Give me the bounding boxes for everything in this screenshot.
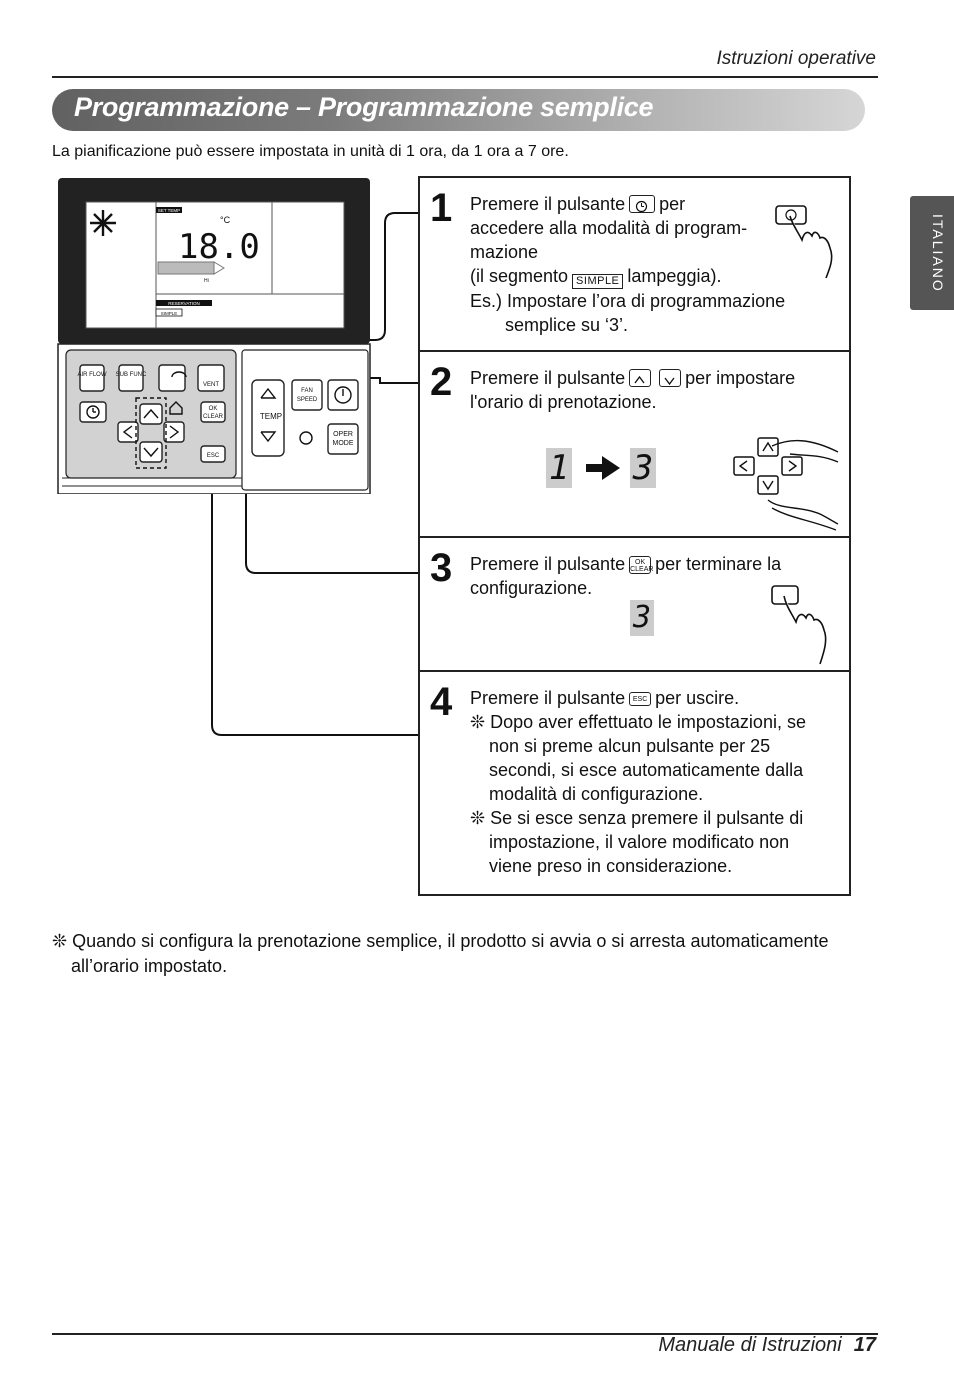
step-2: 2 Premere il pulsante per impostare l'ora… <box>420 352 849 538</box>
oper-mode-button-top: OPER <box>333 431 353 438</box>
ok-clear-button-bottom: CLEAR <box>203 414 224 420</box>
step-line: modalità di configurazione. <box>489 784 704 804</box>
language-tab-label: ITALIANO <box>930 213 946 293</box>
step-line: viene preso in considerazione. <box>489 856 733 876</box>
display-from: 1 <box>546 448 572 488</box>
simple-segment: SIMPLE <box>572 274 624 289</box>
step-line: per <box>659 194 686 214</box>
lcd-reservation-label: RESERVATION <box>168 301 200 306</box>
esc-button-icon: ESC <box>629 692 652 706</box>
language-tab: ITALIANO <box>910 196 954 310</box>
bullet-icon: ❊ <box>470 808 486 828</box>
lcd-temperature: 18.0 <box>178 227 260 267</box>
step-line: Premere il pulsante <box>470 554 626 574</box>
up-arrow-button-icon <box>629 369 652 387</box>
footer-rule <box>52 1333 878 1335</box>
finger-press-icon <box>775 205 833 279</box>
page-number: 17 <box>853 1334 876 1356</box>
fan-speed-button-top: FAN <box>301 388 313 394</box>
remote-controller: SET TEMP 18.0 °C Hi RESERVATION SIMPLE <box>57 178 371 494</box>
temp-label: TEMP <box>260 412 282 421</box>
oper-mode-button-bottom: MODE <box>333 440 354 447</box>
step-line: non si preme alcun pulsante per 25 <box>489 736 771 756</box>
footer: Manuale di Istruzioni 17 <box>658 1334 876 1357</box>
lcd-simple-label: SIMPLE <box>161 311 178 316</box>
step-4: 4 Premere il pulsante ESC per uscire. ❊ Do… <box>420 672 849 894</box>
step-text: Premere il pulsante per impostare l'orari… <box>470 366 795 414</box>
step-line: Premere il pulsante <box>470 194 626 214</box>
step-line: per terminare la <box>655 554 782 574</box>
step-line: accedere alla modalità di program- <box>470 218 748 238</box>
step-line: Se si esce senza premere il pulsante di <box>490 808 804 828</box>
step-line: lampeggia). <box>627 266 722 286</box>
lcd-set-temp-label: SET TEMP <box>158 208 180 213</box>
step-line: Premere il pulsante <box>470 368 626 388</box>
step-line: l'orario di prenotazione. <box>470 392 657 412</box>
lcd-hi-label: Hi <box>204 278 209 284</box>
step-line: Premere il pulsante <box>470 688 626 708</box>
step-number: 1 <box>430 186 453 230</box>
ok-clear-label-bottom: CLEAR <box>630 566 654 573</box>
step-line: secondi, si esce automaticamente dalla <box>489 760 804 780</box>
title-banner: Programmazione – Programmazione semplice <box>52 89 865 131</box>
step-line: mazione <box>470 242 539 262</box>
sub-func-button: SUB FUNC <box>116 372 147 378</box>
step-line: Es.) Impostare l’ora di programmazione <box>470 291 786 311</box>
display-to: 3 <box>630 448 656 488</box>
section-label: Istruzioni operative <box>716 48 876 69</box>
esc-label: ESC <box>632 696 648 703</box>
bullet-icon: ❊ <box>470 712 486 732</box>
esc-button: ESC <box>207 453 220 459</box>
finger-press-icon <box>771 585 827 665</box>
note-line: all’orario impostato. <box>71 956 228 976</box>
fan-icon <box>90 210 116 236</box>
ok-clear-button-top: OK <box>209 406 218 412</box>
lcd-unit: °C <box>220 215 231 225</box>
arrow-keys-hands-icon <box>733 437 839 531</box>
display-value: 3 <box>630 600 654 636</box>
step-line: per uscire. <box>655 688 740 708</box>
step-text: Premere il pulsante per accedere alla mod… <box>470 192 785 337</box>
step-number: 4 <box>430 680 453 724</box>
down-arrow-button-icon <box>659 369 682 387</box>
step-line: impostazione, il valore modificato non <box>489 832 790 852</box>
fan-speed-button-bottom: SPEED <box>297 397 318 403</box>
step-number: 3 <box>430 546 453 590</box>
arrow-right-icon <box>586 456 620 480</box>
note-line: Quando si configura la prenotazione semp… <box>72 931 829 951</box>
display-change: 1 3 <box>546 448 658 488</box>
bullet-icon: ❊ <box>52 931 68 951</box>
step-line: per impostare <box>685 368 796 388</box>
vent-button: VENT <box>203 382 219 388</box>
step-line: semplice su ‘3’. <box>505 315 629 335</box>
step-line: Dopo aver effettuato le impostazioni, se <box>490 712 806 732</box>
page-title: Programmazione – Programmazione semplice <box>74 92 654 122</box>
manual-title: Manuale di Istruzioni <box>658 1334 842 1356</box>
step-number: 2 <box>430 360 453 404</box>
intro-text: La pianificazione può essere impostata i… <box>52 143 569 160</box>
ok-clear-label-top: OK <box>635 559 646 566</box>
step-1: 1 Premere il pulsante per accedere alla m… <box>420 178 849 352</box>
air-flow-button: AIR FLOW <box>77 372 106 378</box>
clock-button-icon <box>629 195 656 213</box>
step-line: configurazione. <box>470 578 593 598</box>
steps-panel: 1 Premere il pulsante per accedere alla m… <box>418 176 851 896</box>
step-text: Premere il pulsante ESC per uscire. ❊ Dopo… <box>470 686 806 878</box>
footnote: ❊ Quando si configura la prenotazione se… <box>52 929 829 979</box>
step-line: (il segmento <box>470 266 569 286</box>
header-rule <box>52 76 878 78</box>
